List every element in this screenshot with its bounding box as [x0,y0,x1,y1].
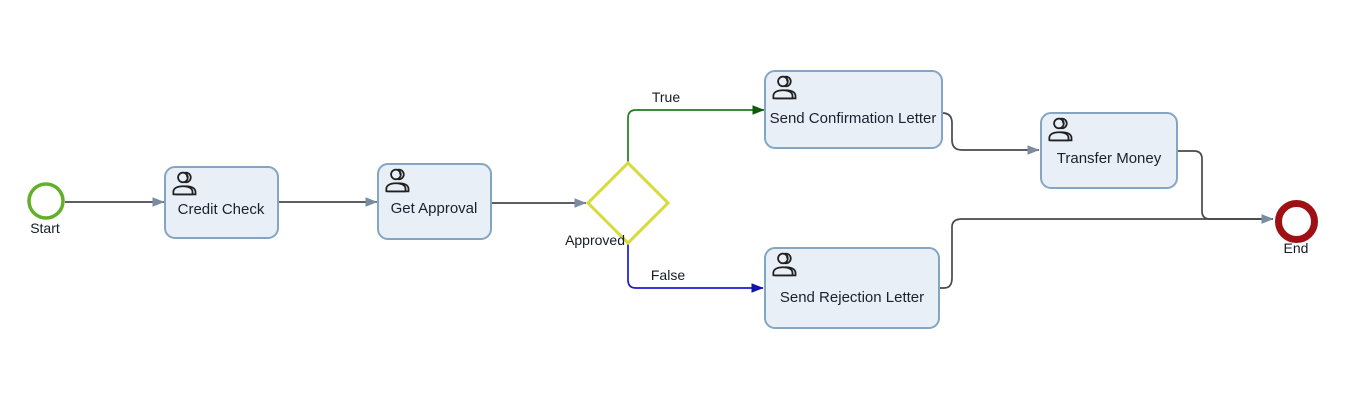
task-get-approval-label: Get Approval [391,200,478,217]
task-send-confirmation-letter[interactable]: Send Confirmation Letter [764,70,943,149]
task-send-confirmation-letter-box[interactable] [764,70,943,149]
flow-true-gateway-to-confirmation[interactable] [627,105,765,163]
flow-confirmation-to-transfer-money[interactable] [941,112,1040,155]
gateway-approved[interactable]: Approved [565,160,671,248]
task-get-approval-box[interactable] [377,163,492,240]
task-transfer-money-box[interactable] [1040,112,1178,189]
gateway-approved-label: Approved [565,232,625,248]
gateway-approved-diamond[interactable] [585,160,671,246]
task-send-confirmation-letter-label: Send Confirmation Letter [770,110,937,127]
task-send-rejection-letter-box[interactable] [764,247,940,329]
task-send-rejection-letter[interactable]: Send Rejection Letter [764,247,940,329]
flow-rejection-to-end[interactable] [939,214,1274,289]
task-transfer-money[interactable]: Transfer Money [1040,112,1178,189]
task-credit-check-label: Credit Check [178,201,265,218]
start-event-label: Start [30,220,60,236]
start-event-circle[interactable] [27,182,65,220]
end-event-label: End [1284,240,1309,256]
task-send-rejection-letter-label: Send Rejection Letter [780,289,924,306]
task-transfer-money-label: Transfer Money [1057,150,1162,167]
flow-label-false: False [651,267,685,283]
task-get-approval[interactable]: Get Approval [377,163,492,240]
end-event-circle[interactable] [1275,200,1318,243]
flow-transfer-money-to-end[interactable] [1177,150,1274,224]
flow-false-gateway-to-rejection[interactable] [627,243,764,293]
start-event[interactable]: Start [27,182,65,236]
flow-label-true: True [652,89,680,105]
task-credit-check[interactable]: Credit Check [164,166,279,239]
end-event[interactable]: End [1275,200,1318,257]
task-credit-check-box[interactable] [164,166,279,239]
